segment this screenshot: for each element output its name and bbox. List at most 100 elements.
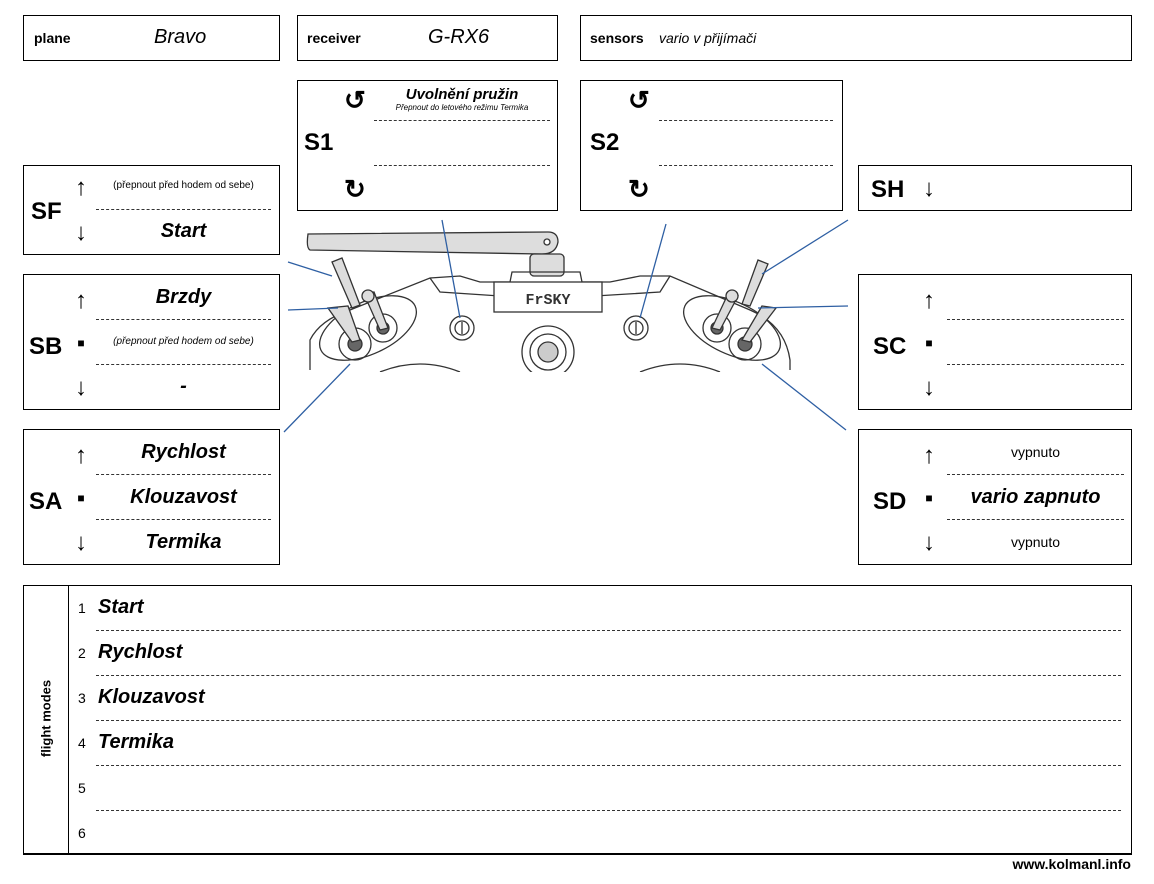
divider [659, 165, 833, 166]
divider [96, 519, 271, 520]
switch-s1-box: S1 ↺ ↻ Uvolnění pružin Přepnout do letov… [297, 80, 558, 211]
rotate-cw-icon: ↻ [344, 174, 366, 204]
switch-mid-icon: ■ [925, 336, 933, 350]
sf-up-value[interactable]: (přepnout před hodem od sebe) [113, 180, 254, 191]
switch-mid-icon: ■ [77, 336, 85, 350]
flight-mode-number: 3 [78, 690, 86, 706]
arrow-down-icon: ↓ [923, 374, 935, 401]
plane-label: plane [34, 30, 71, 46]
switch-sd-name: SD [873, 488, 907, 515]
sf-down-value[interactable]: Start [160, 220, 207, 242]
sb-mid-value[interactable]: (přepnout před hodem od sebe) [113, 336, 254, 347]
plane-value[interactable]: Bravo [154, 26, 207, 48]
antenna-icon [306, 231, 559, 255]
divider [947, 474, 1124, 475]
switch-sc-name: SC [873, 333, 907, 360]
arrow-down-icon: ↓ [75, 529, 87, 556]
callout-line [287, 261, 333, 277]
callout-line [287, 307, 339, 311]
plane-box: plane Bravo [23, 15, 280, 61]
switch-s2-name: S2 [590, 129, 620, 156]
switch-sa-name: SA [29, 488, 63, 515]
switch-sd-box: SD ↑ ■ ↓ vypnuto vario zapnuto vypnuto [858, 429, 1132, 565]
frsky-logo: FrSKY [525, 292, 570, 309]
arrow-up-icon: ↑ [75, 174, 87, 201]
flight-mode-number: 2 [78, 645, 86, 661]
sb-down-value[interactable]: - [180, 375, 187, 397]
switch-sh-box: SH ↓ [858, 165, 1132, 211]
switch-sb-name: SB [29, 333, 63, 360]
footer-url[interactable]: www.kolmanl.info [1012, 856, 1132, 872]
flight-mode-name[interactable]: Start [98, 596, 144, 618]
divider [374, 120, 550, 121]
flight-modes-box: flight modes 1 Start 2 Rychlost 3 Klouzavost 4… [23, 585, 1132, 855]
arrow-down-icon: ↓ [75, 374, 87, 401]
arrow-down-icon: ↓ [923, 529, 935, 556]
rotate-cw-icon: ↻ [628, 174, 650, 204]
sa-up-value[interactable]: Rychlost [141, 441, 226, 463]
sd-mid-value[interactable]: vario zapnuto [970, 486, 1101, 508]
flight-modes-title: flight modes [38, 679, 54, 758]
divider [96, 675, 1121, 676]
divider [947, 364, 1124, 365]
switch-s1-name: S1 [304, 129, 334, 156]
divider [96, 364, 271, 365]
s1-ccw-title[interactable]: Uvolnění pružin [405, 86, 519, 103]
flight-mode-number: 1 [78, 600, 86, 616]
flight-modes-divider [68, 586, 69, 853]
callout-line [639, 223, 667, 319]
divider [374, 165, 550, 166]
receiver-box: receiver G-RX6 [297, 15, 558, 61]
sa-mid-value[interactable]: Klouzavost [130, 486, 237, 508]
receiver-value[interactable]: G-RX6 [428, 26, 490, 48]
sd-down-value[interactable]: vypnuto [1010, 534, 1061, 550]
switch-s2-box: S2 ↺ ↻ [580, 80, 843, 211]
switch-sa-box: SA ↑ ■ ↓ Rychlost Klouzavost Termika [23, 429, 280, 565]
arrow-up-icon: ↑ [923, 442, 935, 469]
receiver-label: receiver [307, 30, 361, 46]
callout-line [761, 363, 847, 431]
divider [96, 209, 271, 210]
flight-mode-name[interactable]: Klouzavost [98, 686, 205, 708]
rotate-ccw-icon: ↺ [628, 85, 650, 115]
switch-sh-name: SH [871, 176, 905, 203]
divider [659, 120, 833, 121]
switch-sf-name: SF [31, 198, 62, 225]
divider [96, 810, 1121, 811]
sb-up-value[interactable]: Brzdy [155, 286, 212, 308]
sd-up-value[interactable]: vypnuto [1010, 444, 1061, 460]
divider [947, 319, 1124, 320]
switch-sb-box: SB ↑ ■ ↓ Brzdy (přepnout před hodem od s… [23, 274, 280, 410]
sensors-label: sensors [590, 30, 644, 46]
rotate-ccw-icon: ↺ [344, 85, 366, 115]
sa-down-value[interactable]: Termika [145, 531, 222, 553]
switch-sf-box: SF ↑ ↓ (přepnout před hodem od sebe) Sta… [23, 165, 280, 255]
flight-mode-number: 6 [78, 825, 86, 841]
arrow-up-icon: ↑ [923, 287, 935, 314]
arrow-down-icon: ↓ [923, 175, 935, 202]
flight-mode-number: 4 [78, 735, 86, 751]
divider [96, 720, 1121, 721]
flight-mode-name[interactable]: Termika [98, 731, 174, 753]
divider [96, 474, 271, 475]
s1-ccw-note[interactable]: Přepnout do letového režimu Termika [395, 103, 529, 112]
callout-line [283, 363, 351, 433]
switch-mid-icon: ■ [77, 491, 85, 505]
callout-line [757, 305, 849, 309]
switch-mid-icon: ■ [925, 491, 933, 505]
flight-mode-name[interactable]: Rychlost [98, 641, 183, 663]
callout-line [761, 219, 849, 275]
radio-transmitter-illustration: FrSKY [283, 219, 849, 440]
divider [96, 765, 1121, 766]
callout-line [441, 219, 461, 319]
arrow-up-icon: ↑ [75, 442, 87, 469]
switch-sc-box: SC ↑ ■ ↓ [858, 274, 1132, 410]
sensors-box: sensors vario v přijímači [580, 15, 1132, 61]
arrow-down-icon: ↓ [75, 219, 87, 246]
sensors-value[interactable]: vario v přijímači [659, 30, 757, 46]
arrow-up-icon: ↑ [75, 287, 87, 314]
flight-mode-number: 5 [78, 780, 86, 796]
divider [96, 319, 271, 320]
divider [96, 630, 1121, 631]
divider [947, 519, 1124, 520]
